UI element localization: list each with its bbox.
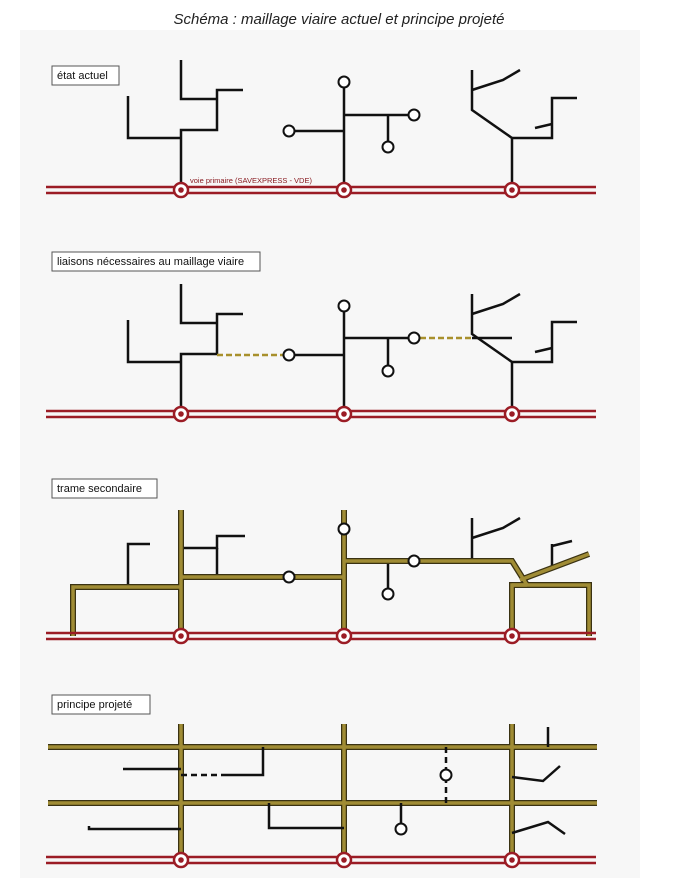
street-end-nodes bbox=[282, 75, 421, 154]
junction-icon bbox=[172, 181, 190, 199]
junction-icon bbox=[335, 405, 353, 423]
panel-liaisons: liaisons nécessaires au maillage viaire bbox=[46, 251, 596, 423]
junction-icon bbox=[503, 405, 521, 423]
junction-icon bbox=[172, 627, 190, 645]
panel-label: état actuel bbox=[57, 70, 108, 82]
junction-icon bbox=[503, 627, 521, 645]
panel-label: principe projeté bbox=[57, 699, 132, 711]
diagram-background bbox=[20, 30, 640, 878]
existing-streets bbox=[126, 284, 577, 414]
missing-links bbox=[217, 336, 472, 357]
missing-links bbox=[181, 747, 448, 803]
panel-etat-actuel: état actuel voie primaire (SAVEXPRESS - … bbox=[46, 60, 596, 199]
street-end-nodes bbox=[282, 522, 421, 601]
junction-icon bbox=[335, 181, 353, 199]
street-end-nodes bbox=[394, 768, 453, 836]
existing-streets bbox=[87, 727, 566, 836]
panel-label-box bbox=[51, 251, 261, 272]
panel-label-box bbox=[51, 478, 158, 499]
junction-icon bbox=[503, 181, 521, 199]
street-end-nodes bbox=[282, 299, 421, 378]
panel-label: trame secondaire bbox=[57, 483, 142, 495]
existing-streets bbox=[126, 60, 577, 190]
diagram-title: Schéma : maillage viaire actuel et princ… bbox=[173, 11, 505, 28]
secondary-grid bbox=[71, 510, 591, 636]
panel-principe-projete: principe projeté bbox=[46, 694, 597, 869]
secondary-grid bbox=[48, 724, 597, 860]
panel-label-box bbox=[51, 65, 120, 86]
junction-icon bbox=[503, 851, 521, 869]
junction-icon bbox=[172, 851, 190, 869]
junction-icon bbox=[335, 627, 353, 645]
primary-road-label: voie primaire (SAVEXPRESS - VDE) bbox=[190, 176, 312, 185]
panel-label: liaisons nécessaires au maillage viaire bbox=[57, 256, 244, 268]
junction-icon bbox=[335, 851, 353, 869]
existing-streets bbox=[126, 516, 573, 590]
panel-trame-secondaire: trame secondaire bbox=[46, 478, 596, 645]
panel-label-box bbox=[51, 694, 151, 715]
secondary-grid bbox=[48, 724, 597, 860]
junction-icon bbox=[172, 405, 190, 423]
